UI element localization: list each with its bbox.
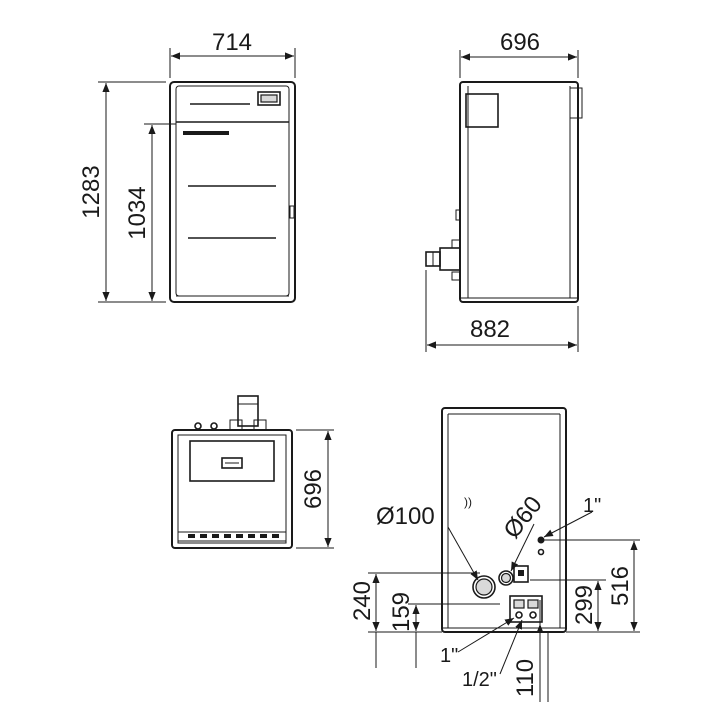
side-view: 696 882	[425, 29, 583, 352]
flue-outlet-d100	[472, 575, 496, 599]
dim-299-label: 299	[571, 585, 598, 625]
bottom-connection-block	[509, 595, 543, 623]
flue-diameter-label: Ø100	[376, 503, 435, 530]
thread-half-label: 1/2"	[462, 669, 497, 691]
rear-view: )) Ø100 Ø60 1" 1" 1/2"	[349, 407, 640, 702]
side-depth-label: 882	[470, 316, 510, 343]
door-handle	[289, 205, 295, 219]
front-height-label: 1283	[78, 165, 105, 218]
top-view: 696	[171, 395, 334, 549]
top-flue-stub	[237, 395, 259, 427]
thread-bottom-label: 1"	[440, 645, 458, 667]
thread-top-label: 1"	[583, 495, 601, 517]
dim-240-label: 240	[349, 581, 376, 621]
top-depth-label: 696	[300, 469, 327, 509]
dim-159-label: 159	[388, 592, 415, 632]
pipe-d60	[498, 570, 514, 586]
front-door-height-label: 1034	[124, 186, 151, 239]
side-width-label: 696	[500, 29, 540, 56]
top-vent-slots	[188, 534, 279, 538]
flue-connector	[439, 247, 461, 271]
dim-110-label: 110	[512, 659, 539, 697]
control-panel-display	[257, 91, 281, 106]
port-1inch-top	[537, 536, 545, 544]
front-view: 714 1283 1034	[78, 29, 296, 303]
top-access-panel	[189, 440, 275, 482]
side-panel-window	[465, 93, 499, 128]
svg-text:)): ))	[464, 495, 472, 509]
front-width-label: 714	[212, 29, 252, 56]
dim-516-label: 516	[607, 566, 634, 606]
brand-logo	[183, 131, 229, 135]
